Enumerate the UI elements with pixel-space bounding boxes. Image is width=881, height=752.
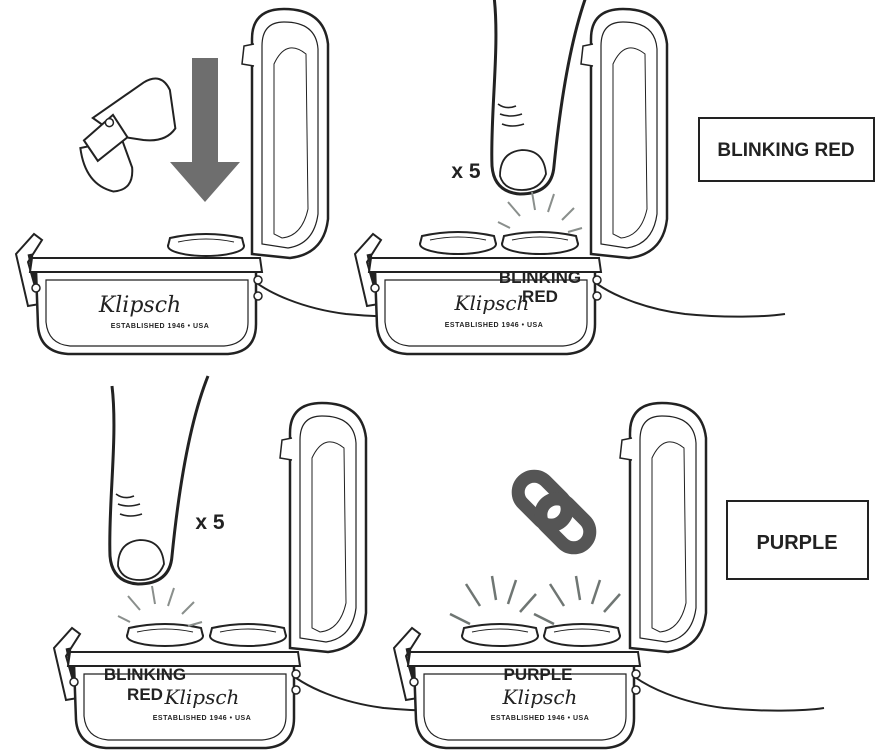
press-count-label: x 5 bbox=[195, 511, 225, 534]
finger-press-icon bbox=[490, 0, 592, 196]
case-brand-logo: Klipsch bbox=[502, 685, 578, 709]
case-status-line1: BLINKING bbox=[104, 665, 186, 684]
status-box-blinking-red: BLINKING RED bbox=[698, 117, 875, 182]
status-box-label: BLINKING RED bbox=[717, 140, 854, 161]
panel-press-five-blinking-red: x 5 BLINKING RED Klipsch ESTABLISHED 194… bbox=[355, 0, 875, 354]
left-earbud-seated bbox=[461, 623, 539, 647]
led-rays-icon bbox=[117, 585, 203, 627]
case-established-text: ESTABLISHED 1946 • USA bbox=[111, 323, 210, 330]
down-arrow-icon bbox=[170, 58, 240, 202]
case-established-text: ESTABLISHED 1946 • USA bbox=[491, 715, 590, 722]
case-status-purple: PURPLE bbox=[504, 665, 573, 684]
left-earbud-seated bbox=[419, 231, 497, 255]
right-earbud-seated bbox=[209, 623, 287, 647]
link-chain-icon bbox=[511, 469, 597, 555]
case-established-text: ESTABLISHED 1946 • USA bbox=[445, 322, 544, 329]
led-rays-right-icon bbox=[532, 574, 622, 626]
panel-press-five-second-bud: x 5 BLINKING RED Klipsch ESTABLISHED 194… bbox=[54, 374, 484, 748]
panel-insert-earbuds: Klipsch ESTABLISHED 1946 • USA bbox=[16, 9, 446, 354]
right-earbud-seated bbox=[167, 233, 245, 257]
right-earbud-seated bbox=[543, 623, 621, 647]
led-rays-icon bbox=[497, 191, 583, 233]
loose-earbud-icon bbox=[79, 77, 177, 193]
finger-press-icon bbox=[108, 374, 210, 586]
case-established-text: ESTABLISHED 1946 • USA bbox=[153, 715, 252, 722]
panel-paired-purple: PURPLE Klipsch ESTABLISHED 1946 • USA PU… bbox=[394, 403, 869, 748]
status-box-purple: PURPLE bbox=[726, 500, 869, 580]
case-status-line2: RED bbox=[522, 287, 558, 306]
right-earbud-seated bbox=[501, 231, 579, 255]
case-status-line2: RED bbox=[127, 685, 163, 704]
case-brand-logo: Klipsch bbox=[454, 291, 530, 315]
left-earbud-seated bbox=[126, 623, 204, 647]
case-brand-logo: Klipsch bbox=[98, 293, 181, 318]
press-count-label: x 5 bbox=[451, 160, 481, 183]
status-box-label: PURPLE bbox=[756, 532, 837, 554]
case-status-line1: BLINKING bbox=[499, 268, 581, 287]
case-brand-logo: Klipsch bbox=[164, 685, 240, 709]
led-rays-left-icon bbox=[448, 574, 538, 626]
